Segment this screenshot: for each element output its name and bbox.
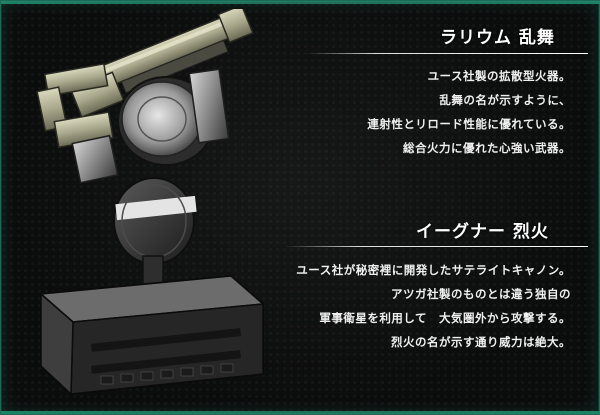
description-line: 乱舞の名が示すように、	[439, 93, 571, 107]
description-line: 総合火力に優れた心強い武器。	[403, 141, 571, 155]
description-line: 連射性とリロード性能に優れている。	[367, 117, 571, 131]
weapon-2-description: ユース社が秘密裡に開発したサテライトキャノン。 アツガ社製のものとは違う独自の …	[296, 258, 571, 354]
description-line: 軍事衛星を利用して 大気圏外から攻撃する。	[319, 311, 571, 325]
panel-top-border	[1, 1, 600, 4]
panel-bottom-border	[1, 411, 600, 414]
weapon-2-divider	[284, 246, 588, 247]
weapon-1-name: ラリウム 乱舞	[440, 28, 555, 48]
weapon-1-description: ユース社製の拡散型火器。 乱舞の名が示すように、 連射性とリロード性能に優れてい…	[367, 64, 571, 160]
weapon-2-name: イーグナー 烈火	[416, 222, 549, 242]
description-line: ユース社製の拡散型火器。	[427, 69, 571, 83]
satellite-cannon-icon	[39, 177, 265, 396]
gatling-gun-icon	[36, 9, 254, 184]
description-line: 烈火の名が示す通り威力は絶大。	[391, 335, 571, 349]
weapon-1-divider	[306, 53, 588, 54]
description-line: ユース社が秘密裡に開発したサテライトキャノン。	[296, 263, 571, 277]
description-line: アツガ社製のものとは違う独自の	[391, 287, 571, 301]
